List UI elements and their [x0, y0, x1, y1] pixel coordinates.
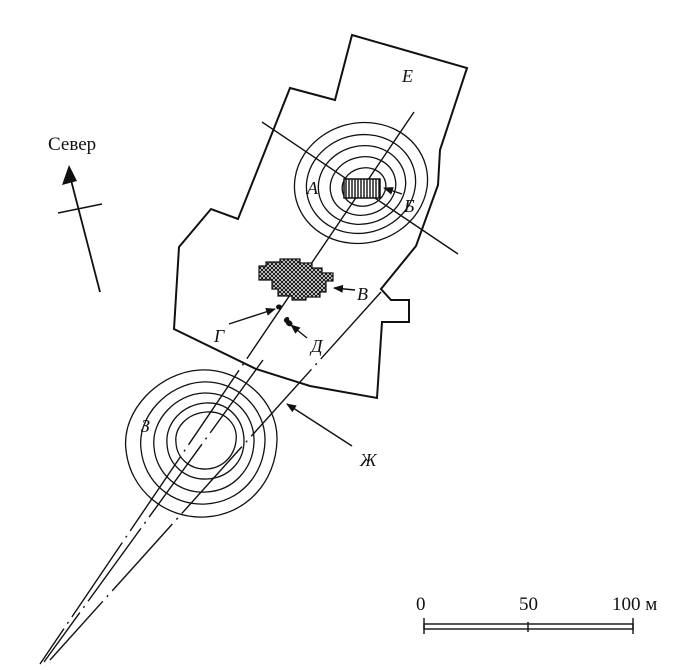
arrow-b [383, 187, 403, 195]
arrow-v [333, 284, 356, 293]
scale-tick-50: 50 [519, 594, 538, 615]
label-g: Г [213, 326, 225, 346]
lower-mound-contours [124, 369, 278, 518]
label-d: Д [309, 336, 324, 356]
upper-mound-contours [293, 121, 429, 245]
north-arrow-shaft [70, 179, 101, 293]
label-e: Е [401, 66, 413, 86]
structure-g [276, 304, 282, 310]
label-a: А [306, 178, 319, 198]
enclosure-outline [172, 33, 469, 400]
north-arrow-crossbar [57, 203, 103, 214]
north-arrow-head [62, 165, 77, 185]
scale-bar: 0 50 100 м [416, 594, 657, 634]
secondary-axis-line [49, 291, 382, 661]
central-building [258, 258, 334, 301]
label-v: В [357, 284, 368, 304]
leader-arrows [228, 187, 403, 447]
upper-mound-building [343, 178, 381, 199]
north-arrow: Север [48, 134, 103, 293]
scale-tick-100: 100 м [612, 594, 657, 615]
label-b: Б [403, 196, 415, 216]
scale-tick-0: 0 [416, 594, 426, 615]
label-z: З [141, 416, 150, 436]
north-label: Север [48, 134, 96, 155]
left-axis-line [43, 359, 264, 663]
label-zh: Ж [359, 450, 378, 470]
structure-d [283, 316, 293, 327]
arrow-d [290, 324, 308, 339]
arrow-zh [286, 403, 353, 447]
arrow-g [228, 307, 276, 325]
axis-lines [39, 111, 459, 665]
